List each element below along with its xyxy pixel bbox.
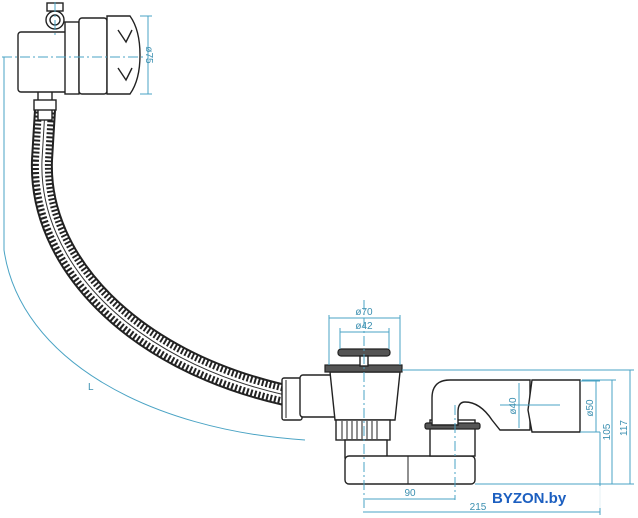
label-drain-to-outlet: 215 — [470, 502, 487, 513]
label-overflow-diameter: ø75 — [143, 46, 154, 64]
dimension-height-to-outlet: 105 — [475, 379, 634, 485]
label-total-height: 117 — [619, 420, 630, 436]
overflow-fitting — [17, 2, 141, 121]
dimension-outlet-outer-diameter: ø50 — [580, 380, 600, 433]
dimension-plug-diameter: ø42 — [339, 321, 390, 349]
label-outlet-inner-diameter: ø40 — [508, 397, 519, 415]
dimension-flange-diameter: ø70 — [328, 307, 401, 365]
dimension-outlet-inner-diameter: ø40 — [500, 383, 560, 428]
watermark: BYZON.by — [492, 490, 567, 507]
watermark-background — [486, 486, 626, 508]
flexible-hose — [30, 109, 288, 406]
label-hose-length: L — [88, 382, 94, 393]
dimension-hose-length: L — [3, 57, 306, 441]
drain-assembly — [281, 348, 581, 485]
label-outlet-outer-diameter: ø50 — [585, 399, 596, 417]
label-drain-to-trap: 90 — [404, 488, 416, 499]
dimension-total-height: 117 — [402, 369, 634, 484]
label-flange-diameter: ø70 — [355, 307, 373, 318]
label-height-to-outlet: 105 — [602, 423, 613, 440]
label-plug-diameter: ø42 — [355, 321, 373, 332]
dimension-drain-to-trap: 90 — [365, 488, 455, 500]
dimension-overflow-diameter: ø75 — [140, 15, 154, 95]
